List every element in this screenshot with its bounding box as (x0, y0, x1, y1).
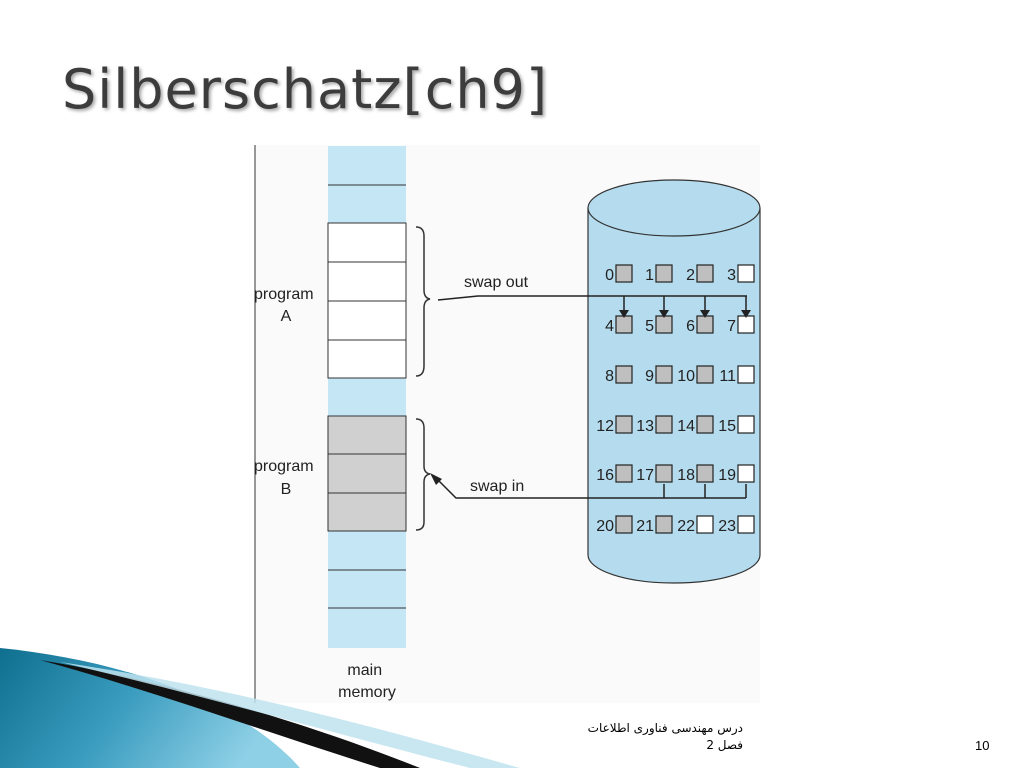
disk-block-label: 2 (686, 267, 695, 284)
disk-block-label: 22 (677, 518, 695, 535)
disk-block-label: 11 (719, 368, 736, 385)
disk-cylinder (587, 179, 761, 584)
disk-block-square (655, 515, 673, 534)
disk-block-square (615, 415, 633, 434)
disk-block-label: 14 (677, 418, 695, 435)
disk-block-square (696, 515, 714, 534)
disk-block-square (696, 415, 714, 434)
disk-block-label: 5 (645, 318, 654, 335)
swap-out-arrowheads (619, 310, 751, 318)
disk-block-label: 20 (596, 518, 614, 535)
disk-block-label: 13 (636, 418, 654, 435)
disk-block-label: 3 (727, 267, 736, 284)
disk-block-square (615, 264, 633, 283)
main-memory-label: main memory (338, 662, 396, 701)
program-b-label: program B (254, 458, 318, 498)
disk-block-square (737, 415, 755, 434)
slide-title: Silberschatz[ch9] (62, 58, 549, 121)
main-memory (327, 146, 407, 648)
disk-block-square (655, 264, 673, 283)
disk-block-square (615, 515, 633, 534)
disk-block-label: 23 (718, 518, 736, 535)
disk-block-label: 16 (596, 467, 614, 484)
disk-block-square (737, 365, 755, 384)
program-b-blocks (327, 415, 407, 532)
disk-block-square (655, 464, 673, 483)
disk-block-label: 1 (645, 267, 654, 284)
disk-block-label: 18 (677, 467, 695, 484)
footer-text: درس مهندسی فناوری اطلاعات فصل 2 (560, 720, 743, 754)
footer-chapter: فصل 2 (706, 738, 743, 752)
disk-block-square (615, 365, 633, 384)
swap-in-label: swap in (470, 478, 524, 495)
disk-block-square (696, 264, 714, 283)
program-a-brace (415, 226, 431, 377)
disk-block-label: 0 (605, 267, 614, 284)
disk-block-square (737, 464, 755, 483)
disk-block-label: 7 (727, 318, 736, 335)
disk-block-square (615, 464, 633, 483)
disk-block-label: 15 (718, 418, 736, 435)
swap-in-arrowhead (430, 473, 442, 485)
disk-block-label: 12 (596, 418, 614, 435)
swap-out-label: swap out (464, 274, 529, 291)
disk-block-square (655, 365, 673, 384)
page-number: 10 (975, 738, 990, 753)
disk-block-square (696, 464, 714, 483)
disk-block-square (737, 515, 755, 534)
footer-course: درس مهندسی فناوری اطلاعات (587, 721, 743, 735)
disk-block-label: 10 (677, 368, 695, 385)
disk-block-square (696, 365, 714, 384)
program-b-brace (415, 418, 431, 531)
disk-block-label: 19 (718, 467, 736, 484)
disk-block-label: 21 (636, 518, 654, 535)
disk-block-square (655, 415, 673, 434)
disk-block-label: 9 (645, 368, 654, 385)
disk-block-square (737, 264, 755, 283)
program-a-label: program A (254, 286, 318, 325)
disk-block-label: 6 (686, 318, 695, 335)
disk-block-label: 4 (605, 318, 614, 335)
swap-in-arrows (435, 477, 747, 499)
disk-block-label: 17 (636, 467, 654, 484)
disk-block-label: 8 (605, 368, 614, 385)
program-a-blocks (327, 222, 407, 379)
